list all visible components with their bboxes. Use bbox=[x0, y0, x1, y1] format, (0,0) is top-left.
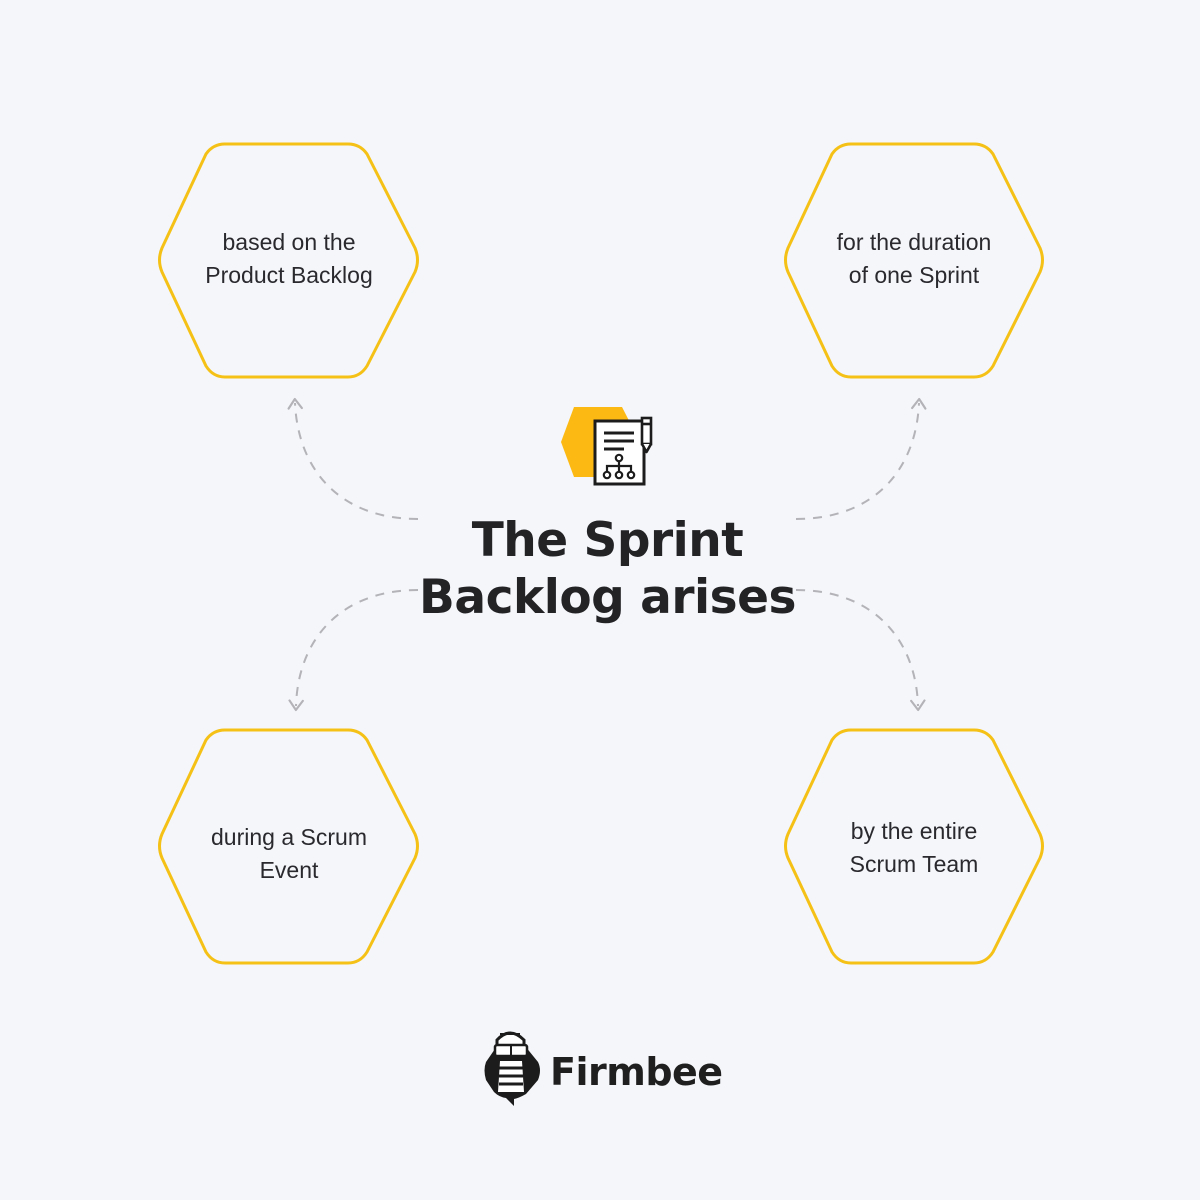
node-label-top-left: based on the Product Backlog bbox=[205, 229, 373, 288]
node-label-top-right: for the duration of one Sprint bbox=[836, 229, 992, 288]
arrow-to-top-right bbox=[795, 397, 927, 520]
sprint-backlog-document-icon bbox=[561, 407, 653, 486]
hexagon-bottom-right bbox=[784, 728, 1044, 965]
hexagon-bottom-left bbox=[158, 728, 419, 965]
hexagon-top-left bbox=[158, 142, 419, 379]
node-label-bottom-right: by the entire Scrum Team bbox=[849, 818, 979, 877]
hexagon-top-right bbox=[784, 142, 1044, 379]
diagram-title: The Sprint Backlog arises bbox=[419, 513, 796, 625]
brand-wordmark: Firmbee bbox=[550, 1050, 723, 1094]
node-label-bottom-left: during a Scrum Event bbox=[211, 824, 367, 883]
arrow-to-top-left bbox=[287, 397, 419, 520]
firmbee-bee-mascot-icon bbox=[484, 1031, 540, 1106]
